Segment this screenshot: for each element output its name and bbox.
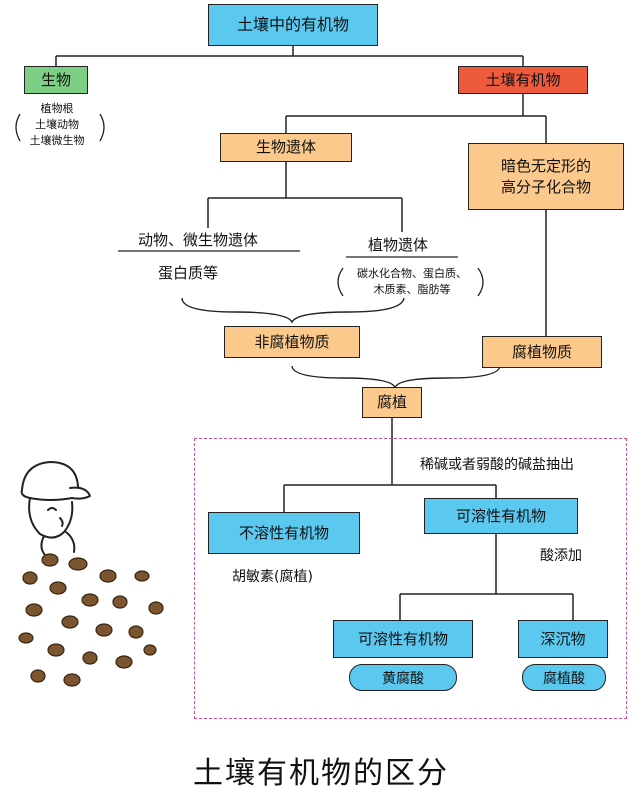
acid-note: 酸添加: [540, 548, 582, 564]
farmer-illustration: [18, 461, 164, 687]
humus-node: 腐植: [362, 387, 422, 418]
plant-components-line-2: 木质素、脂肪等: [373, 282, 451, 296]
humin-label: 胡敏素(腐植): [232, 569, 313, 585]
precipitate-node: 深沉物: [518, 620, 608, 658]
soil-organic-node: 土壤有机物: [458, 66, 588, 94]
living-example-3: 土壤微生物: [29, 133, 85, 147]
soluble2-node: 可溶性有机物: [333, 620, 473, 658]
humic-acid-pill: 腐植酸: [522, 664, 606, 691]
animal-protein-label: 蛋白质等: [158, 264, 219, 282]
humic-substance-node: 腐植物质: [482, 336, 602, 368]
diagram-title: 土壤有机物的区分: [193, 756, 449, 791]
extract-note: 稀碱或者弱酸的碱盐抽出: [420, 457, 574, 473]
living-node: 生物: [24, 66, 88, 94]
dark-compounds-node: 暗色无定形的 高分子化合物: [468, 143, 624, 210]
extraction-region: [194, 438, 627, 719]
dark-compounds-line-1: 暗色无定形的: [500, 157, 591, 176]
animal-remains-label: 动物、微生物遗体: [138, 231, 259, 249]
living-examples: 植物根 土壤动物 土壤微生物: [26, 101, 88, 149]
plant-components-line-1: 碳水化合物、蛋白质、: [357, 267, 467, 280]
plant-components: 碳水化合物、蛋白质、 木质素、脂肪等: [346, 266, 478, 298]
root-node: 土壤中的有机物: [208, 4, 378, 46]
bio-remains-node: 生物遗体: [220, 133, 352, 162]
non-humic-node: 非腐植物质: [224, 326, 360, 358]
insoluble-node: 不溶性有机物: [208, 512, 360, 554]
fulvic-acid-pill: 黄腐酸: [349, 664, 457, 691]
living-example-2: 土壤动物: [35, 117, 79, 131]
dark-compounds-line-2: 高分子化合物: [500, 177, 591, 196]
living-example-1: 植物根: [40, 102, 74, 115]
soluble-node: 可溶性有机物: [424, 498, 578, 534]
plant-remains-label: 植物遗体: [368, 236, 429, 254]
